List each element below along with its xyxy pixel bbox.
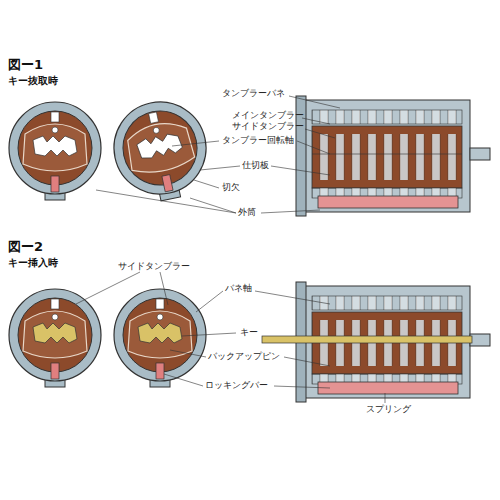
part-name: サイドタンブラー bbox=[232, 122, 304, 132]
part-name: タンブラー回転軸 bbox=[222, 136, 294, 146]
part-name: タンブラーバネ bbox=[222, 89, 285, 99]
part-name: 切欠 bbox=[222, 183, 240, 193]
part-name: バネ軸 bbox=[225, 284, 252, 294]
figure-subtitle: キー抜取時 bbox=[8, 75, 58, 86]
part-name: ロッキングバー bbox=[205, 381, 268, 391]
part-name: キー bbox=[240, 328, 258, 338]
part-name: スプリング bbox=[366, 405, 411, 415]
figure-title: 図ー2 bbox=[8, 240, 43, 254]
part-name: メインタンブラー bbox=[232, 111, 304, 121]
figure-subtitle: キー挿入時 bbox=[8, 257, 58, 268]
part-name: サイドタンブラー bbox=[118, 262, 190, 272]
part-name: バックアップピン bbox=[208, 352, 280, 362]
part-name: 外筒 bbox=[238, 208, 256, 218]
figure-title: 図ー1 bbox=[8, 58, 43, 72]
part-name: 仕切板 bbox=[242, 161, 269, 171]
